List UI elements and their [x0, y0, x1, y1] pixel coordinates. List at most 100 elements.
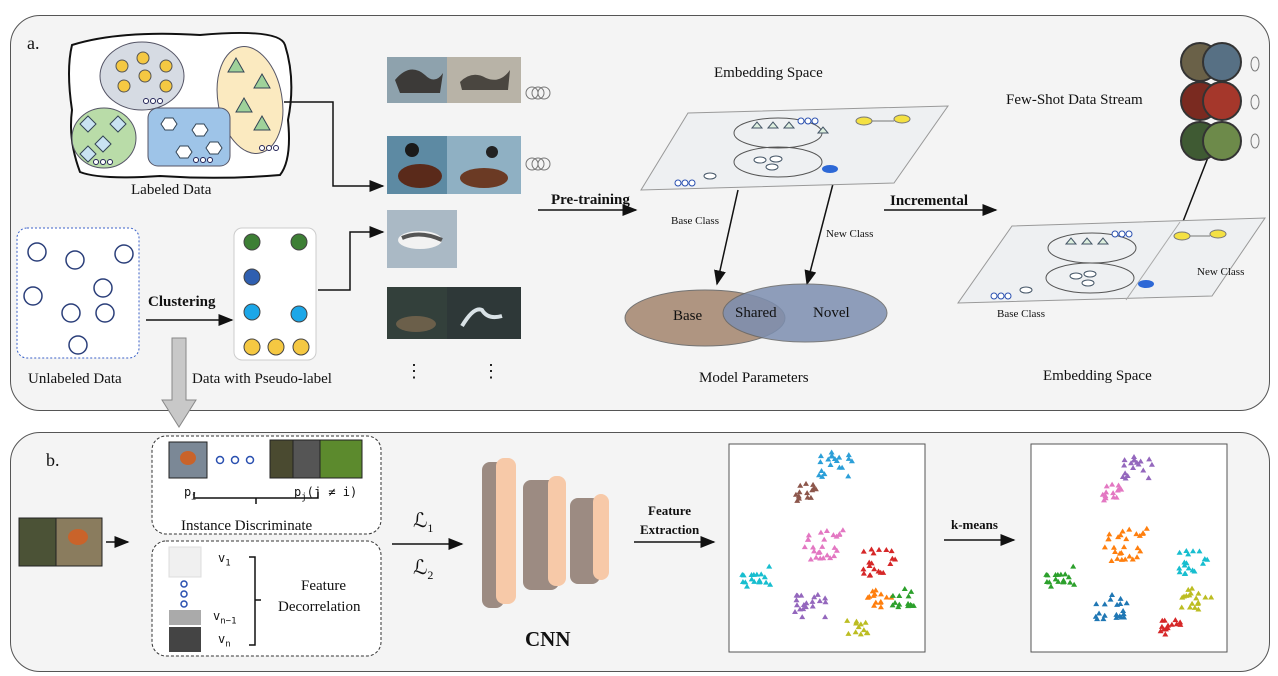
- scatter-point: [1195, 590, 1202, 596]
- scatter-point: [905, 593, 912, 599]
- scatter-point: [889, 592, 896, 598]
- scatter-point: [1134, 545, 1141, 551]
- scatter-point: [1093, 601, 1100, 607]
- v-images: [168, 546, 202, 652]
- scatter-point: [1176, 565, 1183, 571]
- scatter-point: [1043, 571, 1050, 577]
- scatter-point: [1181, 570, 1188, 576]
- panel-b-tag: b.: [46, 450, 60, 470]
- venn-novel: [722, 283, 888, 343]
- scatter-point: [908, 602, 915, 608]
- scatter-point: [1134, 554, 1141, 560]
- scatter-point: [804, 490, 811, 496]
- scatter-point: [853, 620, 860, 626]
- scatter-point: [763, 579, 770, 585]
- scatter-point: [809, 598, 816, 604]
- scatter-point: [1108, 557, 1115, 563]
- scatter-point: [1191, 568, 1198, 574]
- scatter-point: [883, 594, 890, 600]
- bird-photo-3: [387, 136, 447, 194]
- scatter-point: [1115, 534, 1122, 540]
- scatter-point: [803, 480, 810, 486]
- scatter-point: [845, 452, 852, 458]
- scatter-point: [807, 556, 814, 562]
- scatter-point: [1113, 614, 1120, 620]
- scatter-point: [1189, 600, 1196, 606]
- scatter-point: [816, 598, 823, 604]
- scatter-point: [1193, 595, 1200, 601]
- scatter-point: [1145, 475, 1152, 481]
- scatter-point: [1122, 556, 1129, 562]
- scatter-point: [883, 546, 890, 552]
- scatter-point: [877, 604, 884, 610]
- loss-2-label: ℒ2: [413, 557, 434, 582]
- scatter-point: [827, 555, 834, 561]
- scatter-point: [822, 614, 829, 620]
- scatter-point: [1118, 486, 1125, 492]
- scatter-point: [887, 560, 894, 566]
- scatter-point: [1101, 544, 1108, 550]
- scatter-point: [1114, 487, 1121, 493]
- scatter-point: [766, 563, 773, 569]
- scatter-point: [1110, 490, 1117, 496]
- cnn-block-1: [482, 458, 516, 608]
- scatter-point: [866, 563, 873, 569]
- clustering-label: Clustering: [148, 294, 216, 310]
- scatter-point: [876, 546, 883, 552]
- scatter-point: [1121, 544, 1128, 550]
- v1-label: v1: [218, 551, 231, 569]
- scatter-point: [1135, 461, 1142, 467]
- scatter-point: [889, 555, 896, 561]
- scatter-point: [823, 527, 830, 533]
- venn-base-label: Base: [673, 308, 703, 324]
- scatter-point: [809, 603, 816, 609]
- scatter-point: [845, 630, 852, 636]
- cnn-block-2: [523, 476, 566, 590]
- scatter-point: [1113, 494, 1120, 500]
- scatter-point: [833, 457, 840, 463]
- scatter-point: [1126, 553, 1133, 559]
- scatter-point: [1164, 625, 1171, 631]
- scatter-point: [1172, 617, 1179, 623]
- scatter-point: [1201, 556, 1208, 562]
- scatter-point: [743, 583, 750, 589]
- scatter-point: [1181, 562, 1188, 568]
- scatter-point: [1122, 470, 1129, 476]
- scatter-point: [810, 544, 817, 550]
- scatter-point: [1043, 579, 1050, 585]
- scatter-point: [1183, 592, 1190, 598]
- scatter-point: [1131, 457, 1138, 463]
- scatter-point: [1190, 548, 1197, 554]
- scatter-point: [753, 571, 760, 577]
- unlabeled-data-box: [16, 227, 140, 359]
- vn-label: vn: [218, 632, 231, 650]
- scatter-point: [1107, 596, 1114, 602]
- scatter-point: [895, 604, 902, 610]
- scatter-point: [1185, 551, 1192, 557]
- scatter-point: [1165, 622, 1172, 628]
- scatter-point: [878, 591, 885, 597]
- scatter-point: [829, 453, 836, 459]
- scatter-point: [1140, 467, 1147, 473]
- scatter-point: [1158, 623, 1165, 629]
- pseudo-label-box: [233, 227, 317, 361]
- model-parameters-label: Model Parameters: [699, 370, 809, 386]
- scatter-point: [819, 473, 826, 479]
- scatter-point: [1146, 456, 1153, 462]
- scatter-point: [1191, 604, 1198, 610]
- scatter-point: [816, 549, 823, 555]
- scatter-point: [908, 588, 915, 594]
- scatter-point: [761, 574, 768, 580]
- scatter-point: [817, 529, 824, 535]
- scatter-point: [1185, 565, 1192, 571]
- scatter-point: [1157, 628, 1164, 634]
- scatter-point: [848, 458, 855, 464]
- scatter-point: [1120, 611, 1127, 617]
- scatter-point: [1103, 489, 1110, 495]
- scatter-point: [818, 468, 825, 474]
- scatter-point: [1183, 548, 1190, 554]
- scatter-point: [1118, 614, 1125, 620]
- feature-extraction-label-2: Extraction: [640, 522, 700, 537]
- scatter-point: [852, 629, 859, 635]
- scatter-point: [1177, 619, 1184, 625]
